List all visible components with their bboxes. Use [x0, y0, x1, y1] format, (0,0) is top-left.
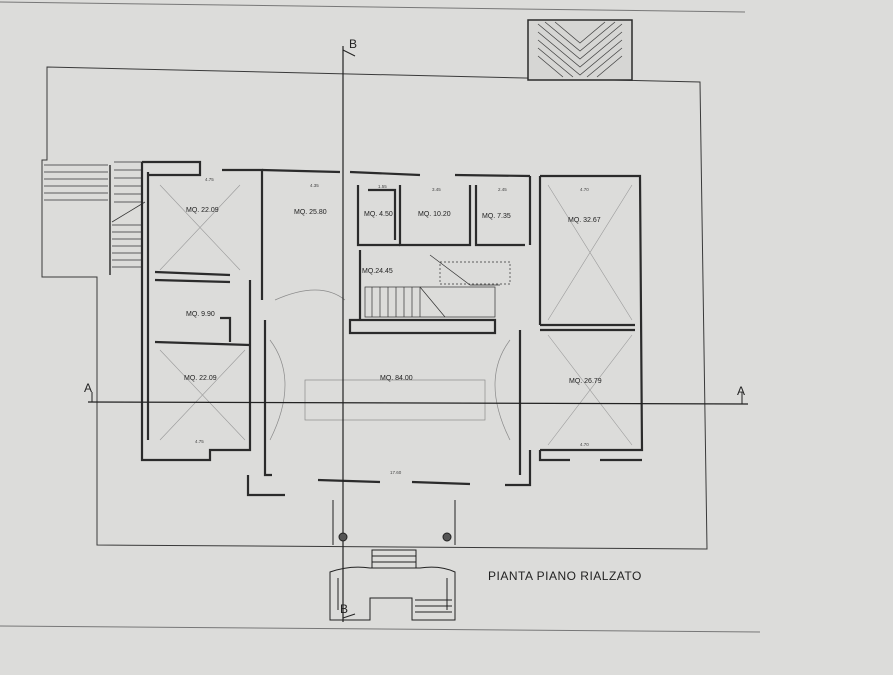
hatch-pattern — [537, 21, 623, 78]
room-label: MQ. 84.00 — [380, 375, 413, 382]
room-label: MQ. 9.90 — [186, 311, 215, 318]
room-label: MQ. 25.80 — [294, 209, 327, 216]
room-label: MQ. 32.67 — [568, 217, 601, 224]
dimension-label: 17.60 — [390, 470, 402, 475]
entrance-steps — [329, 500, 456, 621]
dimension-label: 4.70 — [580, 442, 589, 447]
room-label: MQ.24.45 — [362, 268, 393, 275]
left-exterior-stair — [44, 161, 146, 275]
dimension-label: 3.45 — [432, 187, 441, 192]
building-walls — [140, 160, 644, 497]
dimension-label: 1.55 — [378, 184, 387, 189]
dimension-label: 4.70 — [580, 187, 589, 192]
section-marker-b-top: B — [349, 37, 357, 51]
lot-boundary — [41, 66, 708, 550]
room-label: MQ. 4.50 — [364, 211, 393, 218]
sheet-top-border — [0, 1, 746, 13]
dimension-label: 4.35 — [310, 183, 319, 188]
dimension-label: 2.45 — [498, 187, 507, 192]
room-label: MQ. 7.35 — [482, 213, 511, 220]
room-label: MQ. 10.20 — [418, 211, 451, 218]
room-diagonals — [159, 184, 633, 446]
room-label: MQ. 26.79 — [569, 378, 602, 385]
room-label: MQ. 22.09 — [184, 375, 217, 382]
section-marker-a-left: A — [84, 381, 92, 395]
section-lines — [87, 46, 749, 622]
sheet-bottom-border — [0, 625, 761, 633]
section-marker-a-right: A — [737, 384, 745, 398]
drawing-title: PIANTA PIANO RIALZATO — [488, 569, 642, 583]
room-label: MQ. 22.09 — [186, 207, 219, 214]
interior-stair — [364, 254, 511, 318]
section-marker-b-bottom: B — [340, 602, 348, 616]
dimension-label: 4.75 — [205, 177, 214, 182]
dimension-label: 4.75 — [195, 439, 204, 444]
